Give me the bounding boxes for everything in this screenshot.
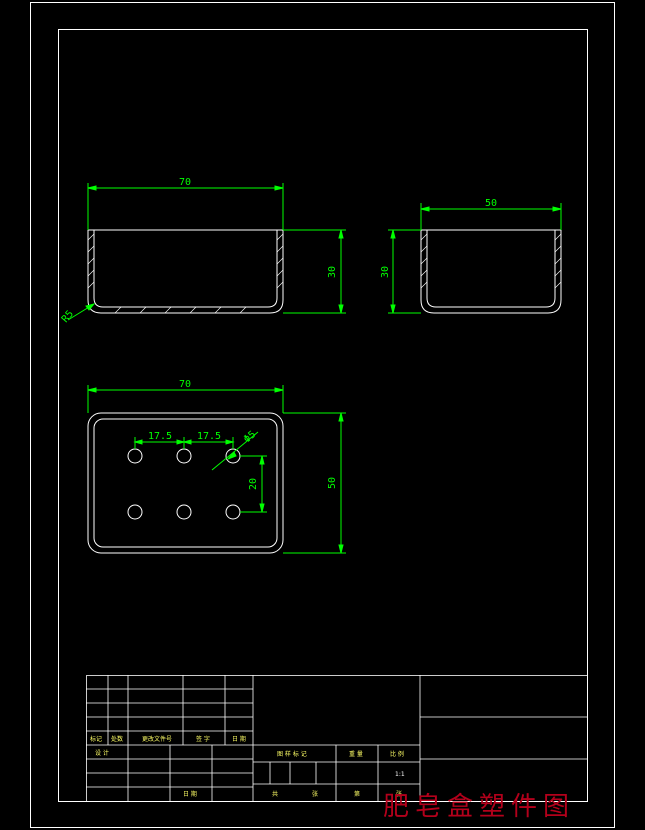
tb-weight: 重 量 [349,750,363,758]
front-view-hatch [87,233,284,314]
hole-diameter-leader [211,431,259,471]
radius-leader [67,303,96,321]
radius-label: R5 [60,309,76,325]
tb-date2: 日 期 [183,790,197,798]
drain-hole [225,504,241,520]
title-block [86,675,588,802]
tb-sheet: 张 [312,790,318,798]
side-height-label: 30 [380,266,391,278]
tb-signature: 签 字 [196,735,210,743]
outer-frame [30,2,615,828]
tb-count: 处数 [111,735,123,743]
hole-spacing-dimension [133,437,235,449]
side-view-hatch [420,233,562,289]
tb-total: 共 [272,790,278,798]
hole-spacing-1-label: 17.5 [148,431,172,442]
front-height-label: 30 [327,266,338,278]
side-width-dimension [420,203,562,230]
row-spacing-dimension [240,455,267,513]
side-width-label: 50 [485,198,497,209]
tb-sheet2: 张 [396,790,402,798]
drain-hole [127,504,143,520]
side-view [420,229,562,314]
tb-change-doc: 更改文件号 [142,735,172,743]
drain-hole [176,504,192,520]
tb-scale: 比 例 [390,750,404,758]
front-width-dimension [87,183,284,230]
tb-stage-mark: 图 样 标 记 [277,750,307,758]
row-spacing-label: 20 [248,478,259,490]
tb-scale-value: 1:1 [395,771,405,778]
front-height-dimension [283,229,346,314]
tb-design: 设 计 [95,749,109,757]
top-height-dimension [283,412,346,554]
drain-hole [127,448,143,464]
tb-date: 日 期 [232,735,246,743]
tb-mark: 标记 [90,735,102,743]
front-view [87,229,284,314]
top-width-dimension [87,385,284,413]
tb-page: 第 [354,790,360,798]
drain-hole [176,448,192,464]
side-height-dimension [388,229,421,314]
hole-spacing-2-label: 17.5 [197,431,221,442]
front-width-label: 70 [179,177,191,188]
top-width-label: 70 [179,379,191,390]
watermark-title: 肥皂盒塑件图 [383,792,575,822]
top-height-label: 50 [327,477,338,489]
inner-frame [58,29,588,802]
